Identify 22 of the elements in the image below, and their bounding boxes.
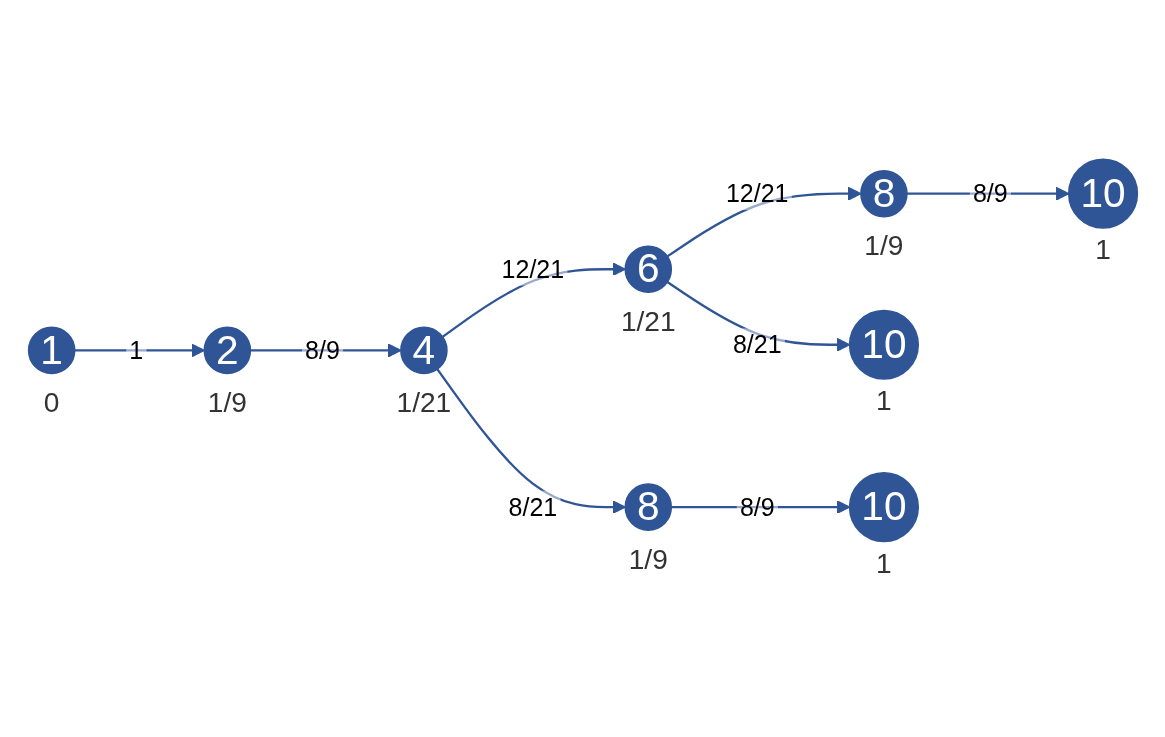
arrow	[670, 499, 850, 514]
arrow	[249, 343, 401, 357]
node-circle: 1	[27, 326, 75, 374]
node-circle: 2	[203, 326, 251, 374]
node-circle: 8	[624, 482, 672, 531]
node-caption: 1	[875, 547, 892, 579]
node-caption: 1/9	[863, 229, 903, 261]
arrow	[666, 280, 850, 352]
node-caption: 1	[875, 384, 892, 416]
node-circle: 10	[1067, 158, 1138, 229]
node-circle: 10	[848, 309, 919, 380]
node-circle: 6	[624, 244, 672, 293]
node-caption: 1/9	[207, 386, 247, 418]
arrow	[906, 186, 1069, 201]
node-caption: 1	[1094, 233, 1111, 265]
node-circle: 10	[848, 471, 919, 542]
node-caption: 1/21	[396, 386, 451, 418]
node-caption: 1/9	[628, 543, 668, 575]
node-circle: 8	[859, 169, 908, 217]
node-caption: 1/21	[620, 305, 676, 337]
node-caption: 0	[43, 386, 59, 418]
node-circle: 4	[399, 326, 448, 374]
